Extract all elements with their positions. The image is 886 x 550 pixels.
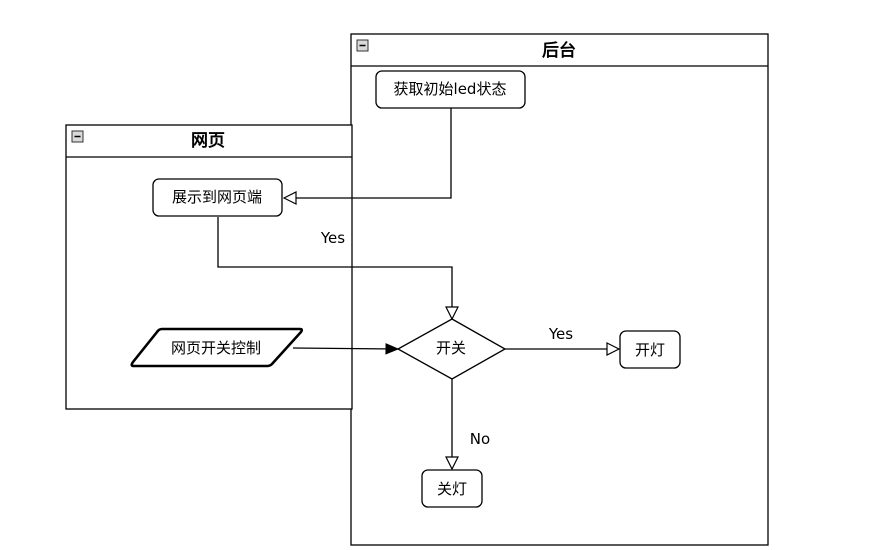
node-show-on-web[interactable]: 展示到网页端 bbox=[152, 178, 283, 217]
node-light-on-label: 开灯 bbox=[635, 341, 665, 359]
lane-backend-title: 后台 bbox=[542, 40, 576, 61]
node-light-off-label: 关灯 bbox=[437, 480, 467, 498]
edge-control-to-switch bbox=[292, 348, 398, 349]
node-web-switch-control[interactable]: 网页开关控制 bbox=[130, 327, 304, 368]
node-web-switch-control-label: 网页开关控制 bbox=[171, 339, 261, 357]
edge-label-yes-switch: Yes bbox=[548, 325, 573, 343]
edge-label-no-switch: No bbox=[470, 430, 490, 448]
node-switch-decision-label: 开关 bbox=[436, 339, 466, 357]
edges bbox=[217, 108, 619, 469]
collapse-icon[interactable] bbox=[71, 130, 84, 143]
collapse-icon[interactable] bbox=[356, 39, 369, 52]
edge-label-yes-show: Yes bbox=[320, 229, 345, 247]
node-get-init-led[interactable]: 获取初始led状态 bbox=[375, 70, 526, 109]
node-light-on[interactable]: 开灯 bbox=[619, 330, 681, 369]
lane-web-title: 网页 bbox=[191, 131, 225, 151]
node-switch-decision[interactable]: 开关 bbox=[396, 318, 507, 380]
node-get-init-led-label: 获取初始led状态 bbox=[394, 80, 507, 98]
edge-show-to-switch bbox=[217, 217, 452, 319]
lane-backend: 后台 bbox=[350, 33, 769, 546]
edge-init-to-show bbox=[284, 108, 452, 198]
node-show-on-web-label: 展示到网页端 bbox=[172, 188, 262, 206]
node-light-off[interactable]: 关灯 bbox=[421, 469, 483, 508]
